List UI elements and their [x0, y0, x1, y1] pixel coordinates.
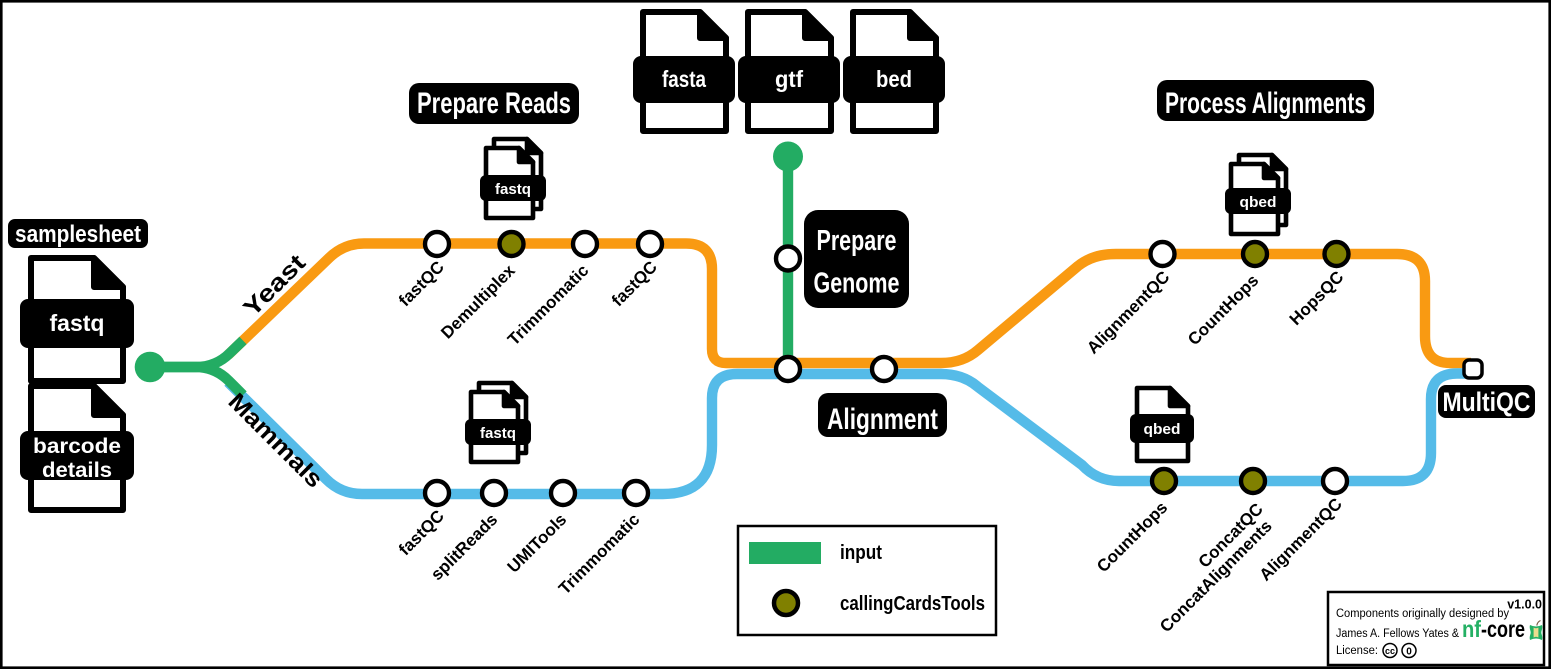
svg-text:Prepare Reads: Prepare Reads: [417, 87, 571, 120]
svg-text:bed: bed: [876, 66, 912, 92]
svg-text:gtf: gtf: [775, 66, 803, 92]
svg-text:Process Alignments: Process Alignments: [1165, 87, 1366, 120]
svg-text:cc: cc: [1385, 646, 1395, 656]
svg-text:License:: License:: [1336, 645, 1378, 657]
svg-text:fastq: fastq: [50, 310, 105, 336]
svg-text:Components originally designed: Components originally designed by: [1336, 608, 1509, 620]
svg-text:0: 0: [1406, 647, 1412, 658]
svg-text:input: input: [840, 542, 882, 564]
svg-text:fastq: fastq: [495, 181, 531, 198]
svg-text:v1.0.0: v1.0.0: [1507, 598, 1542, 612]
svg-text:qbed: qbed: [1144, 421, 1181, 438]
svg-text:Alignment: Alignment: [827, 403, 938, 436]
svg-text:James A. Fellows Yates &: James A. Fellows Yates &: [1336, 628, 1459, 640]
svg-text:qbed: qbed: [1240, 194, 1277, 211]
svg-text:fasta: fasta: [662, 66, 706, 92]
svg-text:Prepare: Prepare: [817, 225, 897, 257]
svg-text:nf: nf: [1462, 616, 1481, 642]
svg-text:-core: -core: [1481, 616, 1525, 642]
svg-text:details: details: [42, 459, 112, 482]
svg-text:callingCardsTools: callingCardsTools: [840, 593, 985, 615]
svg-text:barcode: barcode: [33, 435, 121, 458]
svg-text:samplesheet: samplesheet: [15, 221, 141, 248]
svg-text:Genome: Genome: [814, 268, 900, 300]
svg-text:MultiQC: MultiQC: [1443, 387, 1531, 417]
svg-text:fastq: fastq: [480, 425, 516, 442]
